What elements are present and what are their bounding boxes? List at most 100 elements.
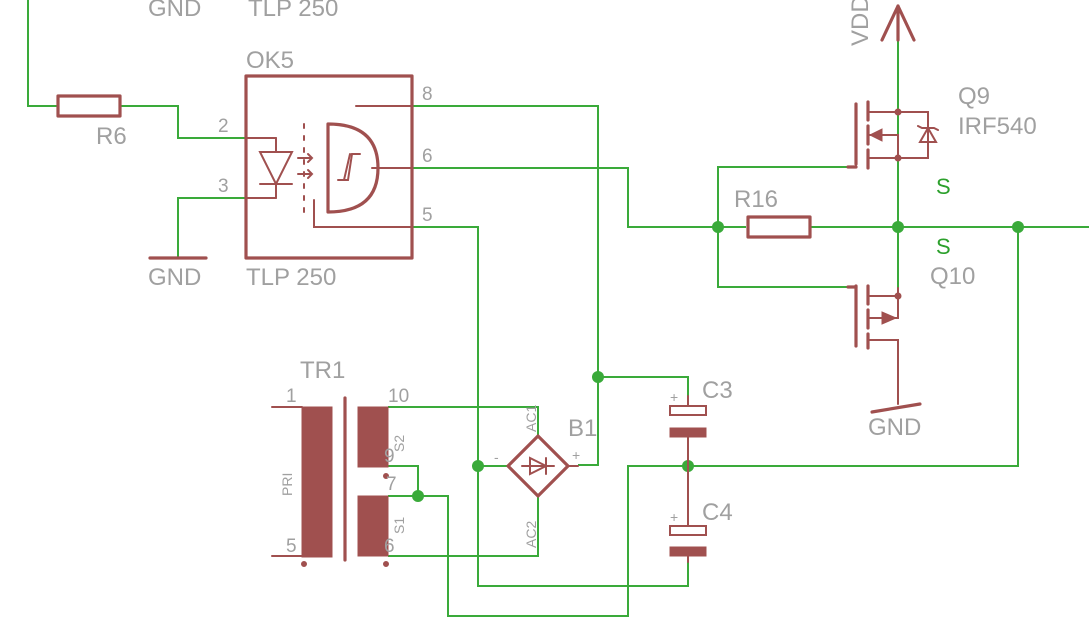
s1-label: S1 — [391, 517, 407, 534]
q9-part-label: IRF540 — [958, 113, 1037, 140]
wire-tr1-pin9-pin7 — [388, 465, 419, 497]
ok5-pin6-number: 6 — [422, 146, 433, 167]
r6-label: R6 — [96, 123, 127, 150]
wires — [27, 0, 1089, 617]
tr1-dot — [383, 561, 389, 567]
tr1-pin5-number: 5 — [286, 536, 297, 557]
c4-label: C4 — [702, 499, 733, 526]
gnd-left-label: GND — [148, 264, 201, 291]
tr1-dot — [383, 473, 389, 479]
r16-label: R16 — [734, 186, 778, 213]
pri-label: PRI — [279, 473, 295, 496]
light-arrow-icon — [297, 153, 314, 163]
c4-plus-plate — [669, 525, 707, 536]
tr1-pin7-number: 7 — [386, 474, 397, 495]
c3-minus-plate — [669, 427, 707, 438]
q10-drain-lead — [867, 287, 899, 297]
c3-plus-label: + — [670, 389, 678, 405]
bridge-body — [506, 434, 570, 498]
ok5-label: OK5 — [246, 47, 294, 74]
gnd-right-symbol: GND — [868, 402, 922, 441]
tr1-pin10-number: 10 — [388, 386, 409, 407]
ok5-pin3-number: 3 — [218, 176, 229, 197]
ac2-label: AC2 — [523, 521, 539, 548]
schmitt-gate-icon — [326, 122, 380, 214]
wire-pin8-to-c3 — [412, 105, 599, 466]
optocoupler-ok5: OK5 TLP 250 8 2 6 3 5 — [218, 47, 433, 291]
q9-name-label: Q9 — [958, 83, 990, 110]
junction-dot — [472, 460, 484, 472]
junction-dot — [412, 490, 424, 502]
tlp-bottom-label: TLP 250 — [246, 264, 336, 291]
tr1-secondary-s1 — [357, 495, 389, 557]
led-icon — [258, 151, 294, 187]
q9-source-lead — [867, 134, 899, 159]
net-s-label-upper: S — [936, 174, 951, 199]
diode-icon — [521, 456, 555, 476]
c3-label: C3 — [702, 377, 733, 404]
wire-r16-to-q9-gate — [717, 166, 848, 227]
tr1-pin1-number: 1 — [286, 386, 297, 407]
ok5-pin2-number: 2 — [218, 116, 229, 137]
wire-pin6-to-r16 — [412, 167, 746, 228]
resistor-r16-body — [746, 215, 812, 239]
net-s-label-lower: S — [936, 234, 951, 259]
mosfet-q10: Q10 — [846, 263, 975, 405]
top-tlp-label: TLP 250 — [248, 0, 338, 22]
junction-dot — [712, 221, 724, 233]
wire-c3-top — [598, 376, 689, 396]
hysteresis-icon — [337, 153, 361, 181]
tr1-primary-winding — [301, 406, 333, 558]
q9-body-diode-wire — [897, 111, 929, 159]
bridge-rectifier-b1: B1 AC1 AC2 - + — [494, 405, 597, 548]
vdd-label: VDD — [847, 0, 874, 46]
ok5-pin8-number: 8 — [422, 84, 433, 105]
wire-pin3-to-gnd — [177, 197, 276, 258]
tr1-label: TR1 — [300, 357, 345, 384]
wire-s-to-cap-mid — [418, 227, 1019, 617]
wire-tr1-pin10-ac1 — [388, 406, 539, 436]
capacitor-c4: + C4 — [669, 465, 733, 563]
bridge-plus-label: + — [572, 447, 580, 463]
q9-node — [894, 108, 902, 116]
bridge-minus-label: - — [494, 449, 499, 465]
ac1-label: AC1 — [523, 405, 539, 432]
resistor-r16: R16 — [734, 186, 812, 239]
wire-r6-left — [27, 0, 58, 107]
c4-plus-label: + — [670, 509, 678, 525]
tr1-pin6-number: 6 — [384, 536, 395, 557]
tr1-secondary-s2 — [357, 406, 389, 468]
q9-node — [894, 154, 902, 162]
q10-source-lead — [867, 339, 899, 405]
gnd-right-label: GND — [868, 414, 921, 441]
ok5-pin5-number: 5 — [422, 205, 433, 226]
transformer-tr1: TR1 1 10 9 7 5 6 PRI S2 S1 — [271, 357, 409, 567]
resistor-r6-body — [56, 94, 122, 118]
q10-arrow-icon — [881, 311, 898, 325]
resistor-r6: R6 — [56, 94, 127, 150]
top-gnd-label: GND — [148, 0, 201, 22]
vdd-symbol: VDD — [847, 0, 916, 46]
wire-r16-to-q10-gate — [717, 227, 848, 288]
mosfet-q9: Q9 IRF540 — [846, 83, 1037, 170]
q9-arrow-icon — [868, 128, 883, 142]
tr1-pin9-number: 9 — [384, 446, 395, 467]
wire-pin5-to-bridge — [412, 226, 689, 587]
ground-icon — [870, 402, 922, 414]
vdd-arrow-icon — [880, 4, 916, 42]
tr1-dot — [301, 561, 307, 567]
junctions — [412, 221, 1024, 502]
gnd-left-symbol: GND — [148, 256, 208, 291]
b1-label: B1 — [568, 415, 597, 442]
wire-r6-to-pin2 — [120, 105, 276, 139]
q10-mid-lead — [867, 295, 899, 319]
s2-label: S2 — [391, 435, 407, 452]
q10-node — [894, 292, 902, 300]
junction-dot — [1012, 221, 1024, 233]
c4-minus-plate — [669, 546, 707, 557]
wire-tr1-pin6-ac2 — [388, 496, 539, 557]
q10-label: Q10 — [930, 263, 975, 290]
zener-diode-icon — [917, 125, 939, 143]
ok5-pin5-line — [313, 199, 413, 228]
